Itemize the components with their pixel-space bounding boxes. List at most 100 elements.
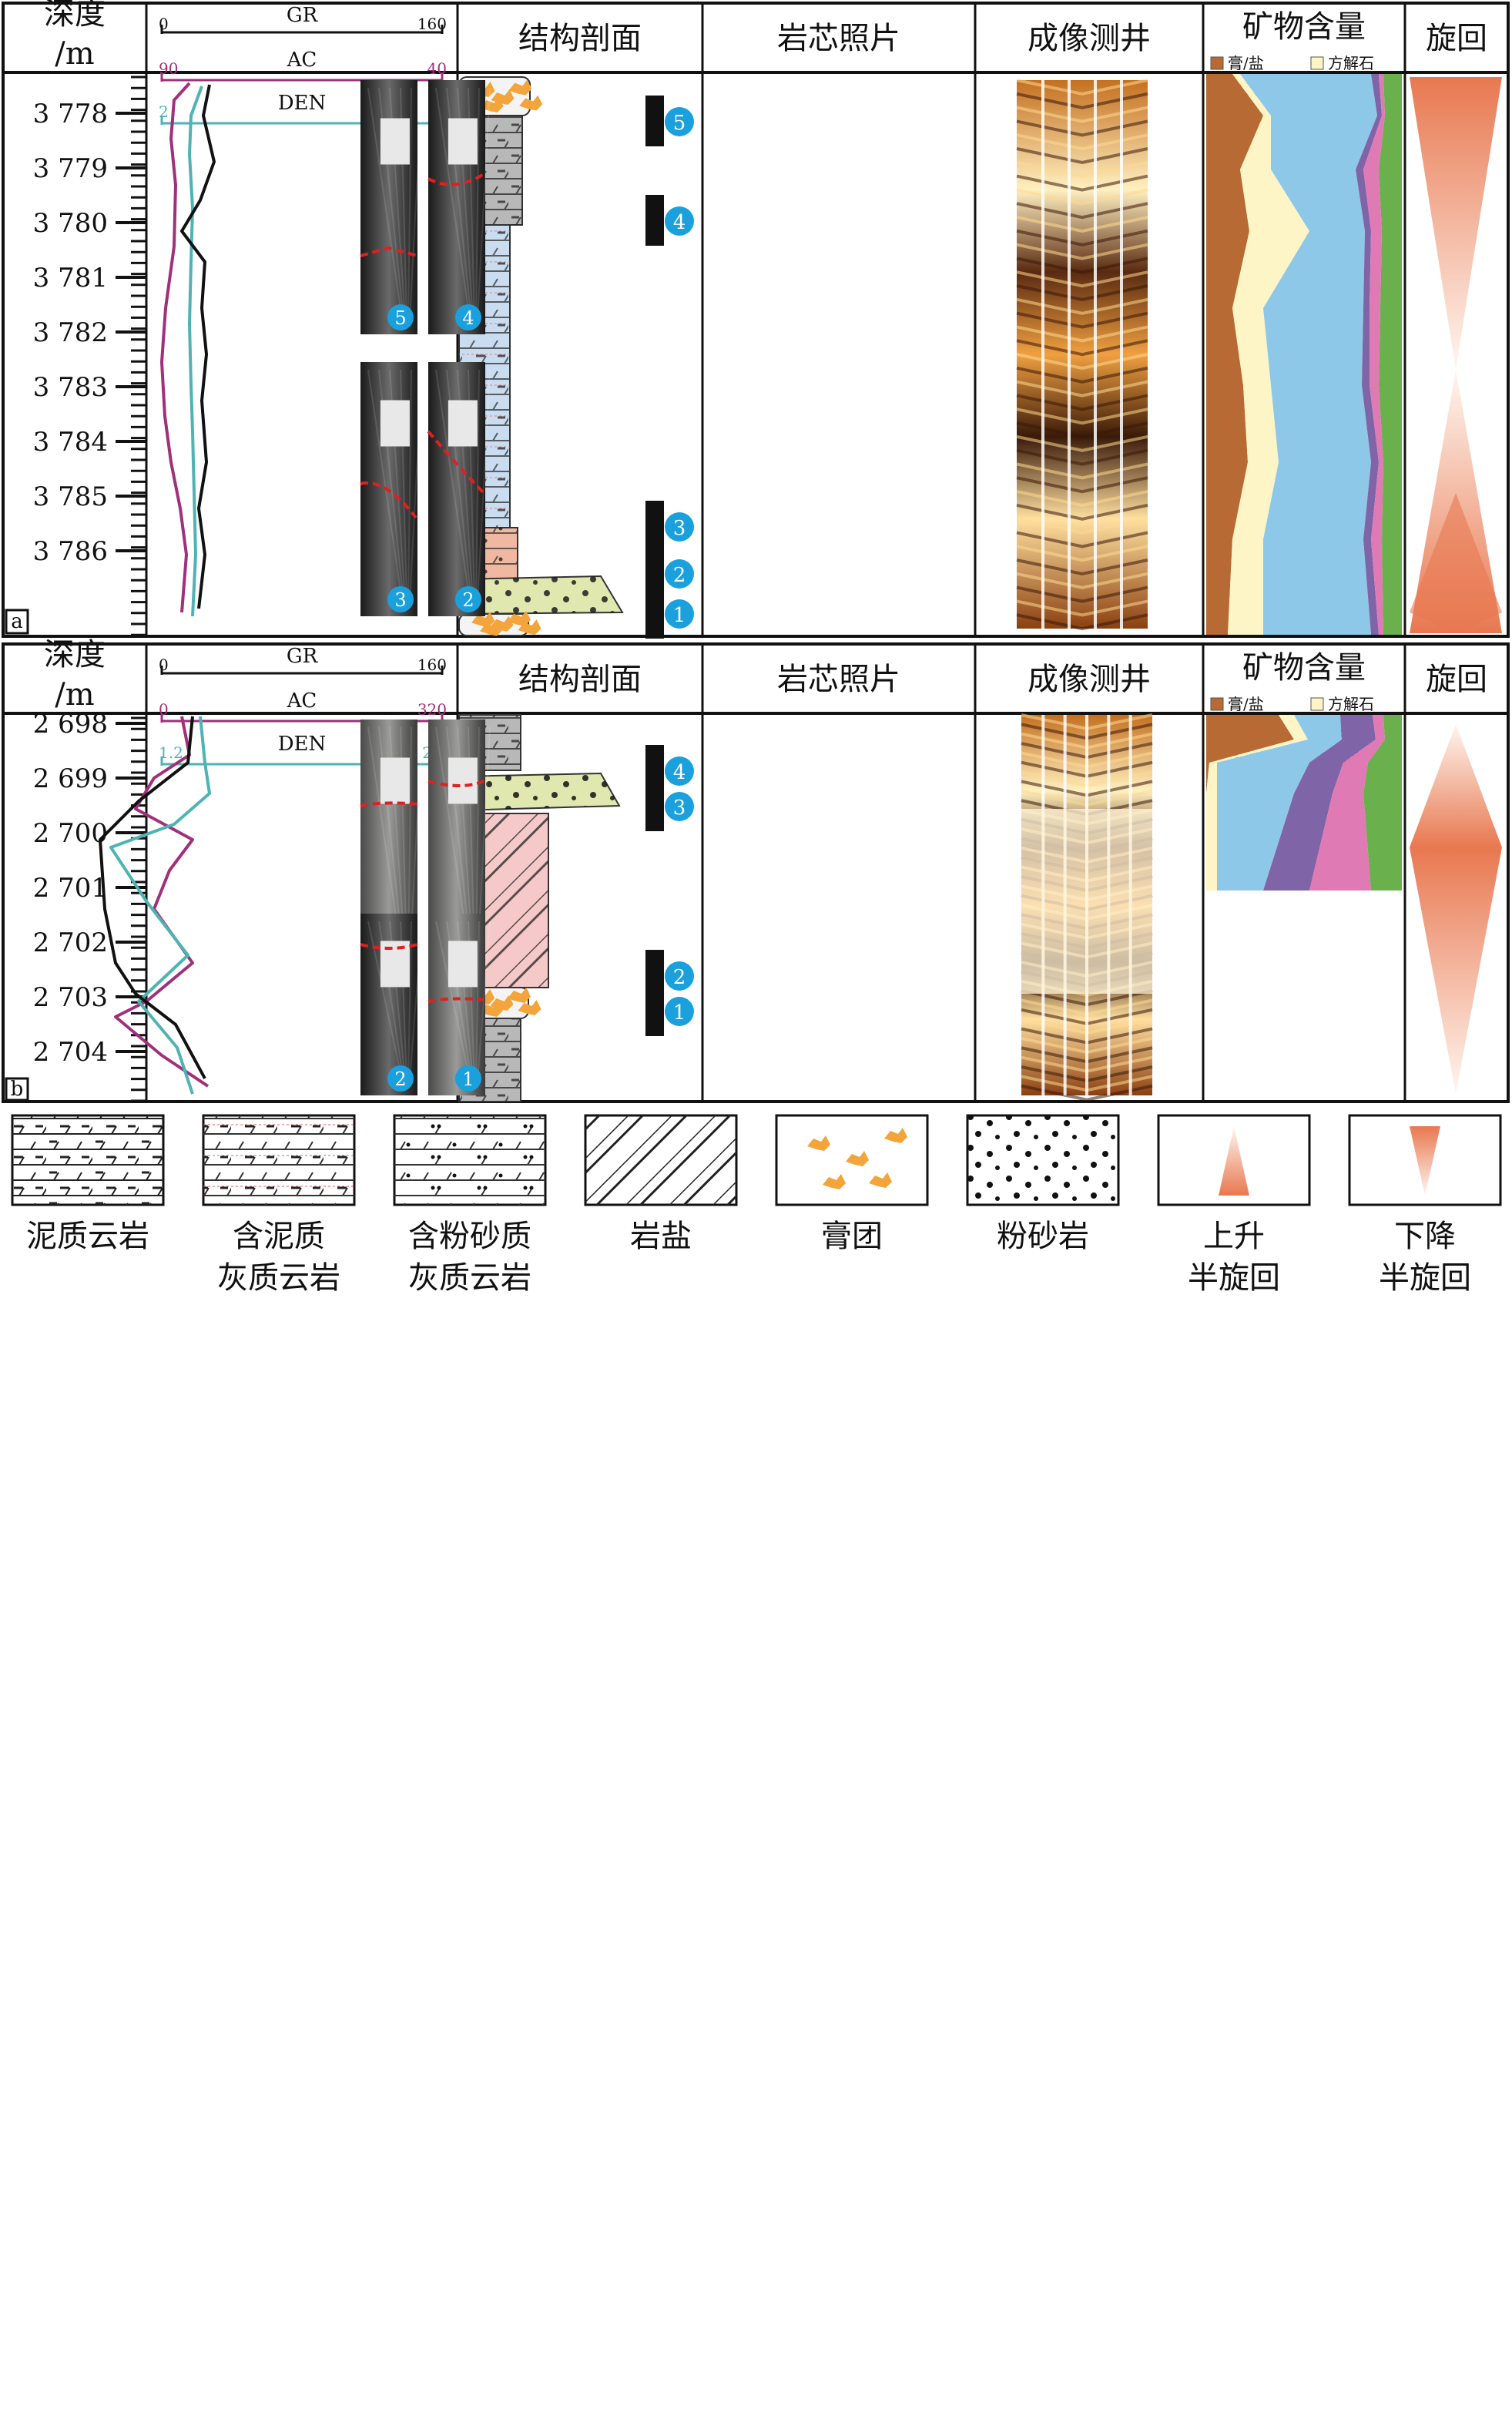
panel-b-gr-scale-max: 160 <box>417 656 447 674</box>
panel-b-core-tag <box>448 941 478 988</box>
core-scratch <box>367 87 403 320</box>
image-log-band <box>1016 119 1148 137</box>
panel-a-depth-label: 3 785 <box>33 481 108 512</box>
gypsum-nodule <box>518 619 541 635</box>
panel-b-sample-marker <box>665 792 694 821</box>
panel-a-photo-number: 2 <box>462 589 474 611</box>
image-log-band <box>1016 531 1148 548</box>
legend-label: 岩盐 <box>630 1219 692 1254</box>
panel-b-core-tag <box>448 757 478 804</box>
panel-b-header-structure: 结构剖面 <box>518 662 642 697</box>
image-log-band <box>1016 133 1148 151</box>
panel-a-den-curve-name: DEN <box>278 92 327 115</box>
core-scratch <box>367 369 403 602</box>
panel-a-depth-label: 3 779 <box>33 153 108 184</box>
panel-b-sample-number: 3 <box>673 797 686 820</box>
legend-label: 粉砂岩 <box>997 1219 1089 1254</box>
panel-a-mineral-band <box>1206 74 1263 635</box>
panel-b-tag-box <box>5 1077 29 1102</box>
panel-a-den-curve <box>188 86 203 617</box>
panel-a-frame <box>2 2 1510 638</box>
panel-b-core-contact-line <box>360 801 418 807</box>
panel-a-depth-label: 3 780 <box>33 208 108 239</box>
panel-a-mineral-band <box>1356 74 1382 635</box>
panel-a-header-cycle: 旋回 <box>1426 21 1487 56</box>
panel-b-core-contact-line <box>360 943 418 950</box>
legend-falling-triangle <box>1410 1126 1440 1196</box>
legend-gypsum-nodule <box>807 1135 830 1151</box>
image-log-band <box>1016 462 1148 480</box>
panel-b-photo-marker <box>455 1065 481 1092</box>
core-scratch <box>475 369 480 602</box>
panel-a-falling-half-cycle <box>1410 77 1502 370</box>
image-log-band <box>1016 572 1148 589</box>
panel-b-den-curve <box>109 716 211 1095</box>
legend-gypsum-nodule <box>846 1151 869 1166</box>
panel-a-gr-scale-max: 160 <box>417 15 447 33</box>
panel-b-sample-marker <box>665 961 694 991</box>
panel-a-mineral-band <box>1363 74 1385 635</box>
panel-a-photo-number: 4 <box>462 307 474 329</box>
mineral-legend-label: 膏/盐 <box>1228 54 1264 72</box>
panel-a-core-tag <box>380 118 410 165</box>
panel-b-depth-label: 2 703 <box>33 982 108 1013</box>
core-scratch <box>435 369 471 602</box>
image-log-band <box>1016 325 1148 343</box>
image-log-band <box>1016 188 1148 206</box>
image-log-band <box>1016 545 1148 562</box>
panel-a-mineral-band <box>1379 74 1402 635</box>
image-log-band <box>1016 270 1148 288</box>
panel-b-sample-number: 1 <box>673 1001 686 1025</box>
panel-b-tag: b <box>11 1078 24 1101</box>
legend-rising-triangle <box>1219 1126 1249 1196</box>
image-log-band <box>1016 311 1148 329</box>
image-log-band <box>1016 229 1148 247</box>
panel-b-sample-bar <box>645 985 664 1036</box>
panel-b-frame <box>2 642 1510 1103</box>
panel-b-header-mineral: 矿物含量 <box>1242 650 1366 686</box>
panel-a-sample-number: 3 <box>673 517 686 540</box>
panel-b-depth-label: 2 700 <box>33 818 108 849</box>
image-log-band <box>1016 92 1148 109</box>
panel-b-mineral-band <box>1217 715 1342 891</box>
legend-gypsum-nodule <box>823 1174 846 1189</box>
panel-a-sample-marker <box>665 107 694 136</box>
panel-a-sample-marker <box>665 206 694 236</box>
image-log-band <box>1016 284 1148 302</box>
panel-a-den-scale-min: 2 <box>159 102 169 121</box>
panel-a-sample-number: 1 <box>673 604 686 627</box>
image-log-band <box>1016 394 1148 411</box>
panel-b-core-contact-line <box>427 997 484 1003</box>
panel-a-header-depth-unit: /m <box>55 36 94 72</box>
image-log-band <box>1016 243 1148 260</box>
panel-b-depth-label: 2 702 <box>33 927 108 958</box>
panel-a-core-tag <box>380 400 410 447</box>
legend-gypsum-nodule <box>884 1128 907 1143</box>
panel-a-ac-scale-max: 40 <box>427 59 447 78</box>
image-log-band <box>1016 257 1148 274</box>
image-log-band <box>1016 503 1148 521</box>
panel-a-siltstone-pattern <box>459 576 622 614</box>
core-scratch <box>435 87 471 320</box>
panel-a-core-contact-line <box>427 430 485 495</box>
panel-b-sample-number: 2 <box>673 966 686 989</box>
gypsum-nodule <box>480 97 504 112</box>
panel-b-header-imaging: 成像测井 <box>1028 662 1151 697</box>
panel-a-gr-scale-min: 0 <box>159 15 169 33</box>
legend-label: 泥质云岩 <box>26 1219 149 1254</box>
image-log-band <box>1016 448 1148 466</box>
image-log-band <box>1016 380 1148 397</box>
panel-a-photo-number: 5 <box>394 307 406 329</box>
panel-b-image-log-bright-zone <box>1021 809 1152 994</box>
panel-a-header-structure: 结构剖面 <box>518 21 642 56</box>
image-log-band <box>1016 408 1148 425</box>
image-log-band <box>1016 558 1148 576</box>
panel-b-rising-half-cycle <box>1410 724 1502 847</box>
panel-a-core-tag <box>448 118 478 165</box>
core-scratch <box>477 369 491 602</box>
legend-swatch-pattern <box>967 1115 1118 1205</box>
panel-a-mineral-band <box>1240 74 1377 635</box>
panel-b-sample-marker <box>665 756 694 786</box>
